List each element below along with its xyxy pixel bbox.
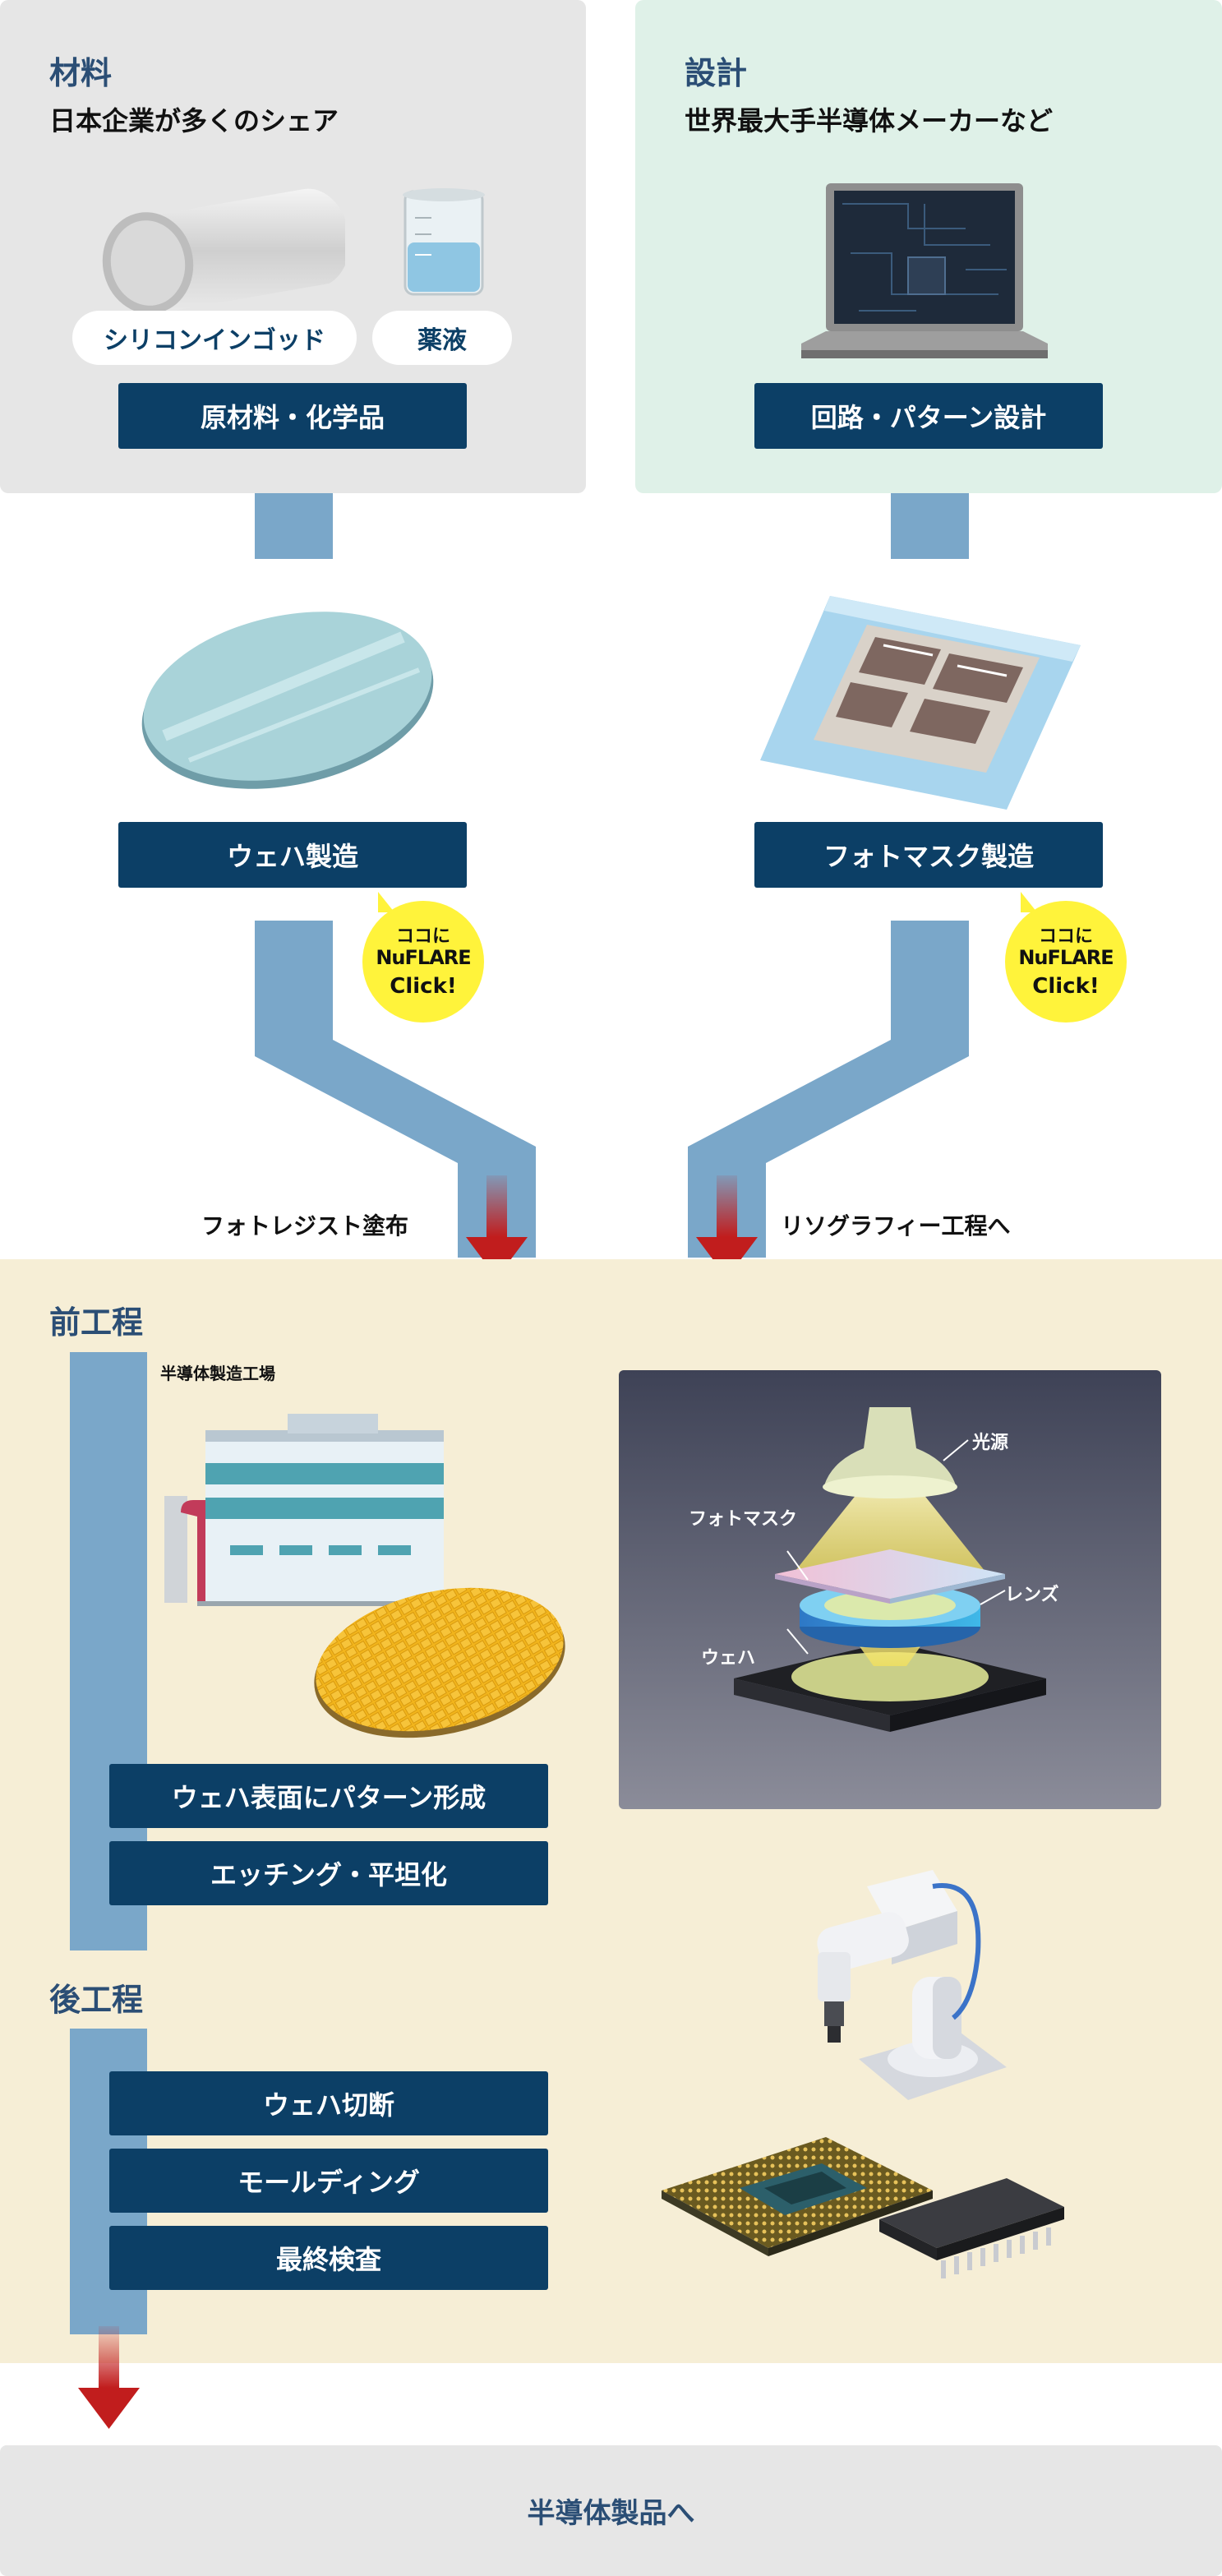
flow-pipe-right-top (891, 493, 969, 559)
arrow-down-icon (466, 1175, 528, 1278)
chips-icon (662, 2137, 1064, 2278)
lens-label: レンズ (1005, 1585, 1059, 1605)
badge-line2: NuFLARE (376, 946, 471, 969)
wafer-diagram-label: ウェハ (701, 1648, 756, 1669)
photomask-manufacturing-button[interactable]: フォトマスク製造 (754, 822, 1103, 888)
arrow-down-icon (78, 2326, 140, 2429)
nuflare-badge-left[interactable]: ココに NuFLARE Click! (357, 892, 489, 1023)
photomask-diagram-label: フォトマスク (689, 1509, 798, 1530)
badge-line2: NuFLARE (1018, 946, 1114, 969)
back-step-inspection-button[interactable]: 最終検査 (109, 2226, 548, 2290)
back-step-dicing-button[interactable]: ウェハ切断 (109, 2071, 548, 2135)
front-step-pattern-button[interactable]: ウェハ表面にパターン形成 (109, 1764, 548, 1828)
patterned-wafer-icon (314, 1587, 565, 1738)
design-title: 設計 (685, 55, 748, 91)
badge-bubble-icon (1005, 892, 1127, 1023)
badge-line3: Click! (390, 974, 457, 999)
factory-icon (164, 1414, 448, 1606)
materials-subtitle: 日本企業が多くのシェア (49, 105, 339, 136)
materials-title: 材料 (49, 55, 113, 91)
nuflare-badge-right[interactable]: ココに NuFLARE Click! (1000, 892, 1132, 1023)
wafer-manufacturing-button[interactable]: ウェハ製造 (118, 822, 467, 888)
light-source-label: 光源 (972, 1433, 1009, 1453)
photomask-icon (760, 596, 1081, 810)
raw-materials-button[interactable]: 原材料・化学品 (118, 383, 467, 449)
beaker-icon (403, 188, 485, 296)
circuit-design-button[interactable]: 回路・パターン設計 (754, 383, 1103, 449)
robot-arm-icon (817, 1870, 1007, 2100)
badge-line1: ココに (395, 926, 450, 947)
chemical-pill: 薬液 (372, 311, 512, 365)
design-subtitle: 世界最大手半導体メーカーなど (685, 105, 1054, 136)
flow-pipe-left-top (255, 493, 333, 559)
arrow-down-icon (696, 1175, 758, 1278)
factory-label: 半導体製造工場 (160, 1364, 275, 1383)
front-step-etching-button[interactable]: エッチング・平坦化 (109, 1841, 548, 1905)
badge-line3: Click! (1032, 974, 1100, 999)
front-process-title: 前工程 (49, 1304, 144, 1341)
badge-line1: ココに (1038, 926, 1093, 947)
badge-bubble-icon (362, 892, 484, 1023)
semiconductor-product-bar: 半導体製品へ (0, 2445, 1222, 2576)
lithography-label: リソグラフィー工程へ (781, 1212, 1011, 1240)
flow-merge-pipes (255, 921, 969, 1258)
lithography-diagram: 光源 フォトマスク レンズ ウェハ (619, 1370, 1161, 1809)
silicon-ingot-icon (102, 188, 345, 314)
silicon-ingot-pill: シリコンインゴッド (72, 311, 357, 365)
back-step-molding-button[interactable]: モールディング (109, 2149, 548, 2213)
wafer-icon (141, 612, 434, 789)
photoresist-label: フォトレジスト塗布 (201, 1212, 409, 1240)
lithography-illustration (734, 1407, 1046, 1732)
back-process-title: 後工程 (49, 1982, 144, 2018)
laptop-icon (801, 183, 1048, 358)
